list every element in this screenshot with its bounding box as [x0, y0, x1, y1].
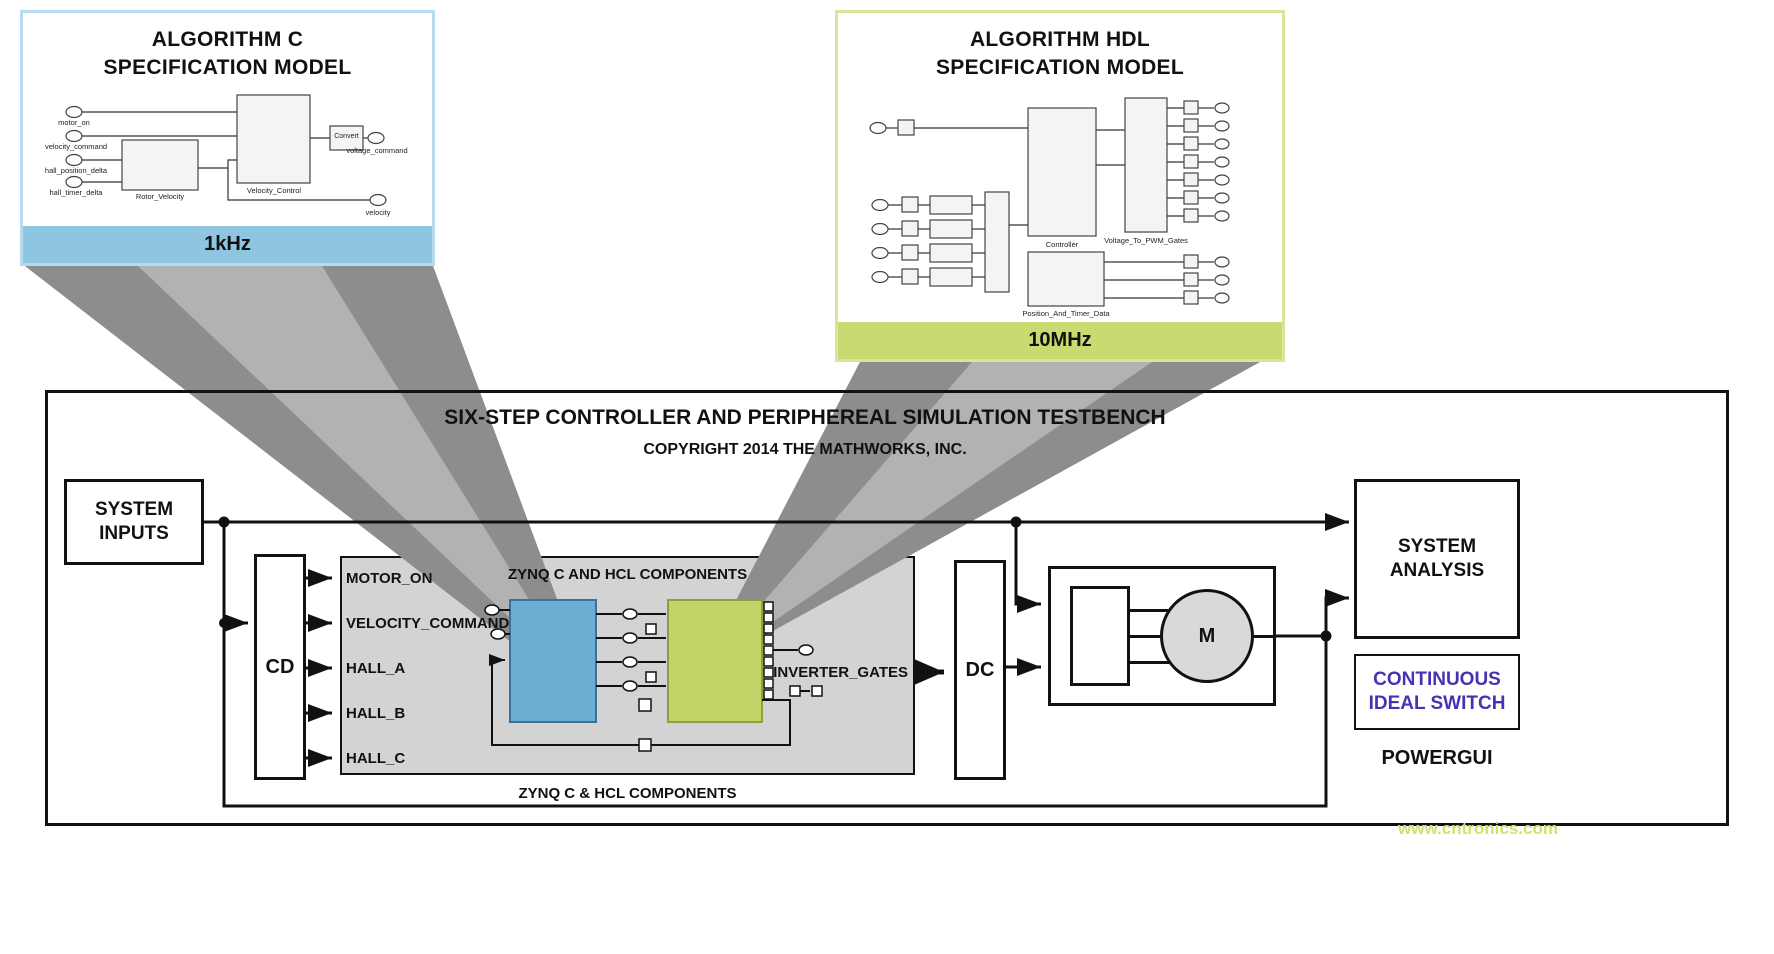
c-input-label-hall-position-delta: hall_position_delta [44, 166, 108, 175]
callout-algorithm-c: ALGORITHM C SPECIFICATION MODEL 1kHz [20, 10, 435, 266]
c-block-label-rotor-velocity: Rotor_Velocity [135, 192, 185, 201]
hdl-block-label-controller: Controller [1045, 240, 1079, 249]
signal-label-hall-b: HALL_B [346, 705, 406, 722]
system-analysis-block: SYSTEM ANALYSIS [1354, 479, 1520, 639]
motor-label: M [1198, 624, 1216, 647]
zynq-footer-label: ZYNQ C & HCL COMPONENTS [518, 785, 737, 802]
c-input-label-hall-timer-delta: hall_timer_delta [49, 188, 103, 197]
signal-label-velocity-command: VELOCITY_COMMAND [346, 615, 510, 632]
motor-wire-bottom [1130, 661, 1171, 664]
system-analysis-line1: SYSTEM [1397, 536, 1477, 558]
callout-hdl-title-line2: SPECIFICATION MODEL [936, 56, 1184, 80]
cd-block: CD [254, 554, 306, 780]
c-input-label-velocity-command: velocity_command [44, 142, 108, 151]
motor-assembly-block: M [1048, 566, 1276, 706]
signal-label-hall-a: HALL_A [346, 660, 406, 677]
callout-c-frequency-strip: 1kHz [23, 226, 432, 263]
dc-label: DC [965, 658, 995, 681]
system-inputs-block: SYSTEM INPUTS [64, 479, 204, 565]
dc-block: DC [954, 560, 1006, 780]
powergui-label: POWERGUI [1381, 747, 1493, 769]
testbench-title: SIX-STEP CONTROLLER AND PERIPHEREAL SIMU… [444, 406, 1166, 429]
callout-hdl-title-line1: ALGORITHM HDL [969, 28, 1151, 51]
motor-wire-mid [1130, 635, 1160, 638]
c-block-label-convert: Convert [334, 133, 359, 140]
switch-line2: IDEAL SWITCH [1368, 693, 1506, 714]
callout-c-title-line2: SPECIFICATION MODEL [103, 56, 352, 80]
signal-label-hall-c: HALL_C [346, 750, 406, 767]
system-inputs-line1: SYSTEM [94, 499, 174, 521]
continuous-ideal-switch-block: CONTINUOUS IDEAL SWITCH [1354, 654, 1520, 730]
c-input-label-motor-on: motor_on [58, 118, 90, 127]
c-output-label-velocity: velocity [365, 208, 391, 217]
watermark-text: www.cntronics.com [1398, 819, 1558, 838]
system-inputs-line2: INPUTS [99, 523, 169, 544]
hdl-block-label-position-timer: Position_And_Timer_Data [1022, 309, 1110, 318]
c-block-label-velocity-control: Velocity_Control [246, 186, 302, 195]
callout-c-title: ALGORITHM C SPECIFICATION MODEL [23, 13, 432, 83]
testbench-subtitle: COPYRIGHT 2014 THE MATHWORKS, INC. [643, 441, 967, 458]
signal-label-motor-on: MOTOR_ON [346, 570, 433, 587]
callout-hdl-frequency-strip: 10MHz [838, 322, 1282, 359]
switch-line1: CONTINUOUS [1373, 669, 1501, 691]
cd-label: CD [265, 655, 295, 678]
hdl-block-label-voltage-to-pwm: Voltage_To_PWM_Gates [1104, 236, 1188, 245]
inverter-gates-label: INVERTER_GATES [773, 664, 908, 681]
callout-hdl-title: ALGORITHM HDL SPECIFICATION MODEL [838, 13, 1282, 83]
c-output-label-voltage-command: voltage_command [346, 146, 408, 155]
system-analysis-line2: ANALYSIS [1389, 560, 1485, 581]
motor-wire-top [1130, 609, 1171, 612]
motor-circle: M [1160, 589, 1254, 683]
callout-c-title-line1: ALGORITHM C [151, 28, 304, 51]
inverter-bridge-block [1070, 586, 1130, 686]
motor-wire-out [1254, 635, 1276, 638]
